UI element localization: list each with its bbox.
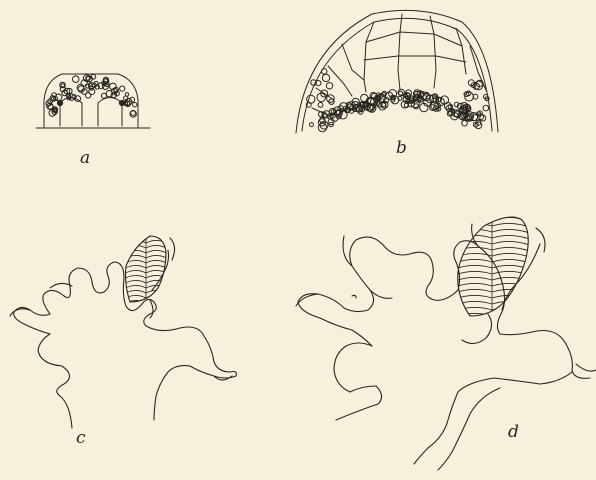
stria-line xyxy=(492,277,532,282)
figure-a-cell xyxy=(86,93,91,98)
stria-line xyxy=(122,255,146,260)
figure-b-drawing xyxy=(296,10,498,133)
figure-b-wall-2 xyxy=(398,14,402,90)
stria-line xyxy=(122,285,146,290)
stria-line xyxy=(146,240,170,245)
stria-line xyxy=(492,307,532,312)
figure-d-right-arm xyxy=(502,244,540,310)
stria-line xyxy=(492,283,532,288)
figure-c-organ-base xyxy=(150,300,153,318)
stria-line xyxy=(452,217,492,222)
stria-line xyxy=(122,260,146,265)
stria-line xyxy=(492,211,532,216)
figure-c-hook-1 xyxy=(170,238,175,260)
stria-line xyxy=(452,211,492,216)
figure-b-edge-cell xyxy=(462,120,468,126)
figure-d-lower-edge xyxy=(414,372,572,464)
figure-d-organ-base xyxy=(462,314,492,344)
figure-d-drawing xyxy=(296,211,596,470)
figure-d-thallus-outline xyxy=(298,237,590,420)
stria-line xyxy=(452,259,492,264)
figure-a-cell xyxy=(89,88,95,94)
stria-line xyxy=(122,295,146,300)
stria-line xyxy=(492,229,532,234)
figure-a-cell xyxy=(125,93,129,97)
figure-b-edge-cell xyxy=(321,69,327,75)
figure-b-wall-6 xyxy=(364,56,466,62)
stria-line xyxy=(492,313,532,318)
stria-line xyxy=(492,295,532,300)
figure-label-d: d xyxy=(508,424,519,441)
figure-b-wall-8 xyxy=(328,66,352,96)
stria-line xyxy=(492,235,532,240)
figure-d-hook-6 xyxy=(576,364,596,371)
figure-a-right-dot xyxy=(119,100,124,105)
figure-b-wall-5 xyxy=(366,32,462,46)
figure-b-wall-4 xyxy=(456,28,466,74)
figure-a-cell xyxy=(72,76,79,83)
figure-b-edge-cell xyxy=(318,103,323,108)
figure-b-wall-7 xyxy=(342,44,364,80)
figure-label-b: b xyxy=(396,140,407,157)
figure-b-small-cells xyxy=(306,69,489,132)
stria-line xyxy=(492,265,532,270)
figure-c-hook-3 xyxy=(10,309,30,316)
stria-line xyxy=(122,245,146,250)
figure-b-edge-cell xyxy=(327,95,335,103)
stria-line xyxy=(146,260,170,265)
figure-c-hook-2 xyxy=(50,283,72,288)
stria-line xyxy=(146,290,170,295)
stria-line xyxy=(146,275,170,280)
stria-line xyxy=(452,307,492,312)
figure-d-striae xyxy=(452,211,532,318)
figure-b-wall-3 xyxy=(430,16,436,88)
figure-b-edge-cell xyxy=(322,74,329,81)
stria-line xyxy=(122,290,146,295)
stria-line xyxy=(452,295,492,300)
stria-line xyxy=(492,241,532,246)
figure-a-cell xyxy=(101,93,106,98)
figure-b-edge-cell xyxy=(483,105,489,111)
stria-line xyxy=(146,245,170,250)
figure-label-a: a xyxy=(80,150,90,167)
figure-b-edge-cell xyxy=(326,83,332,89)
figure-a-right-chamber xyxy=(98,98,122,127)
stria-line xyxy=(452,301,492,306)
figure-b-wall-1 xyxy=(364,22,374,92)
figure-d-small-mark xyxy=(352,295,356,298)
figure-b-cell xyxy=(361,94,368,101)
figure-b-edge-cell xyxy=(307,95,315,103)
figure-label-c: c xyxy=(76,430,86,447)
stria-line xyxy=(492,301,532,306)
figure-c-striae xyxy=(122,235,170,305)
figure-d-hook-4 xyxy=(536,228,545,252)
figure-a-cell xyxy=(120,86,125,91)
stria-line xyxy=(146,270,170,275)
stria-line xyxy=(452,247,492,252)
figure-b-edge-cell xyxy=(329,99,334,104)
stria-line xyxy=(122,235,146,240)
figure-c-thallus-outline xyxy=(14,262,237,428)
stria-line xyxy=(146,300,170,305)
figure-a-left-dot xyxy=(57,100,62,105)
figure-a-drawing xyxy=(36,74,150,128)
figure-c-drawing xyxy=(10,235,236,428)
figure-a-cell xyxy=(133,103,137,107)
figure-d-stalk xyxy=(438,388,500,470)
figure-b-edge-cell xyxy=(310,123,314,127)
stria-line xyxy=(452,253,492,258)
stria-line xyxy=(492,247,532,252)
